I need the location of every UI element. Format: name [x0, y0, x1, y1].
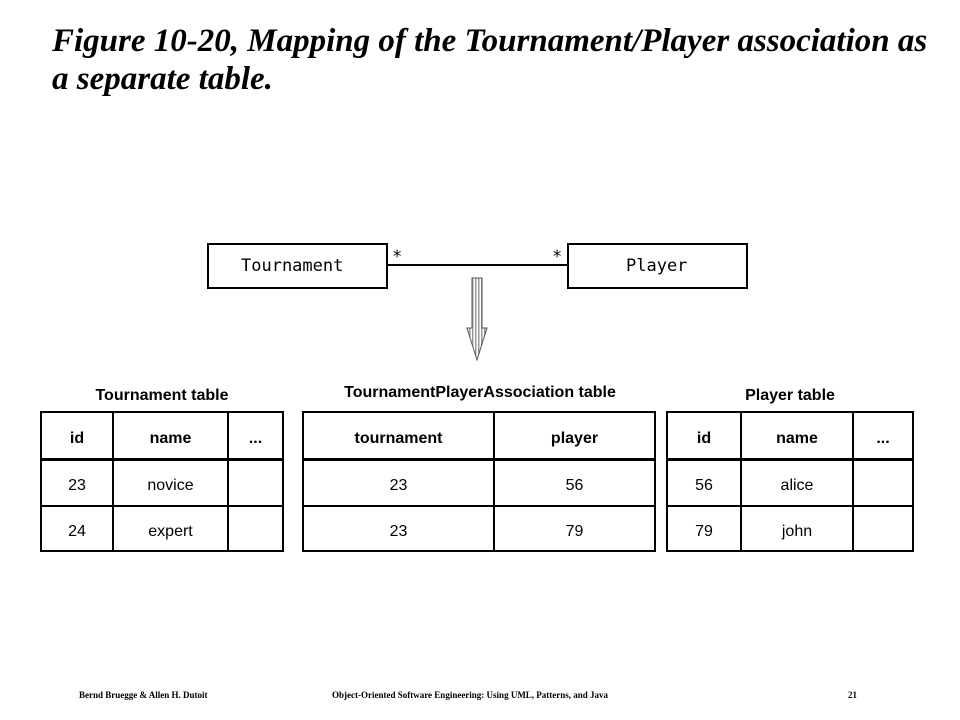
- header-divider: [304, 458, 654, 461]
- row-divider: [668, 505, 912, 507]
- column-header-tournament: tournament: [354, 430, 443, 447]
- column-header-name: name: [149, 430, 192, 447]
- player-class-box: Player: [567, 243, 748, 289]
- right-multiplicity: *: [552, 247, 563, 267]
- table-cell: expert: [148, 523, 193, 540]
- tournament-table: id name ... 23 novice 24 expert: [40, 411, 284, 552]
- table-cell: 23: [68, 477, 86, 494]
- column-header-more: ...: [876, 430, 890, 447]
- column-header-player: player: [550, 430, 599, 447]
- table-cell: 56: [695, 477, 713, 494]
- player-table-caption: Player table: [745, 387, 835, 404]
- table-cell: 23: [389, 523, 408, 540]
- column-header-id: id: [696, 430, 712, 447]
- row-divider: [304, 505, 654, 507]
- table-cell: 79: [565, 523, 584, 540]
- column-header-more: ...: [248, 430, 263, 447]
- table-cell: 23: [389, 477, 408, 494]
- footer-page-number: 21: [848, 690, 857, 700]
- column-divider: [493, 413, 495, 550]
- table-cell: 79: [695, 523, 713, 540]
- footer-authors: Bernd Bruegge & Allen H. Dutoit: [79, 690, 208, 700]
- association-table: tournament player 23 56 23 79: [302, 411, 656, 552]
- table-cell: 56: [565, 477, 584, 494]
- row-divider: [42, 505, 282, 507]
- tournament-table-caption: Tournament table: [95, 387, 229, 404]
- left-multiplicity: *: [392, 247, 403, 267]
- slide-title: Figure 10-20, Mapping of the Tournament/…: [52, 23, 928, 97]
- table-cell: alice: [780, 477, 814, 494]
- column-header-name: name: [776, 430, 818, 447]
- table-cell: novice: [147, 477, 194, 494]
- tournament-class-box: Tournament: [207, 243, 388, 289]
- header-divider: [668, 458, 912, 461]
- association-table-caption: TournamentPlayerAssociation table: [344, 384, 616, 401]
- association-line: [388, 264, 567, 266]
- player-class-name: Player: [626, 256, 688, 276]
- tournament-class-name: Tournament: [241, 256, 344, 276]
- mapping-arrow-icon: [466, 277, 488, 362]
- footer-book-title: Object-Oriented Software Engineering: Us…: [332, 690, 609, 700]
- header-divider: [42, 458, 282, 461]
- column-divider: [112, 413, 114, 550]
- column-divider: [227, 413, 229, 550]
- column-divider: [852, 413, 854, 550]
- column-header-id: id: [69, 430, 85, 447]
- column-divider: [740, 413, 742, 550]
- table-cell: john: [781, 523, 813, 540]
- table-cell: 24: [68, 523, 86, 540]
- player-table: id name ... 56 alice 79 john: [666, 411, 914, 552]
